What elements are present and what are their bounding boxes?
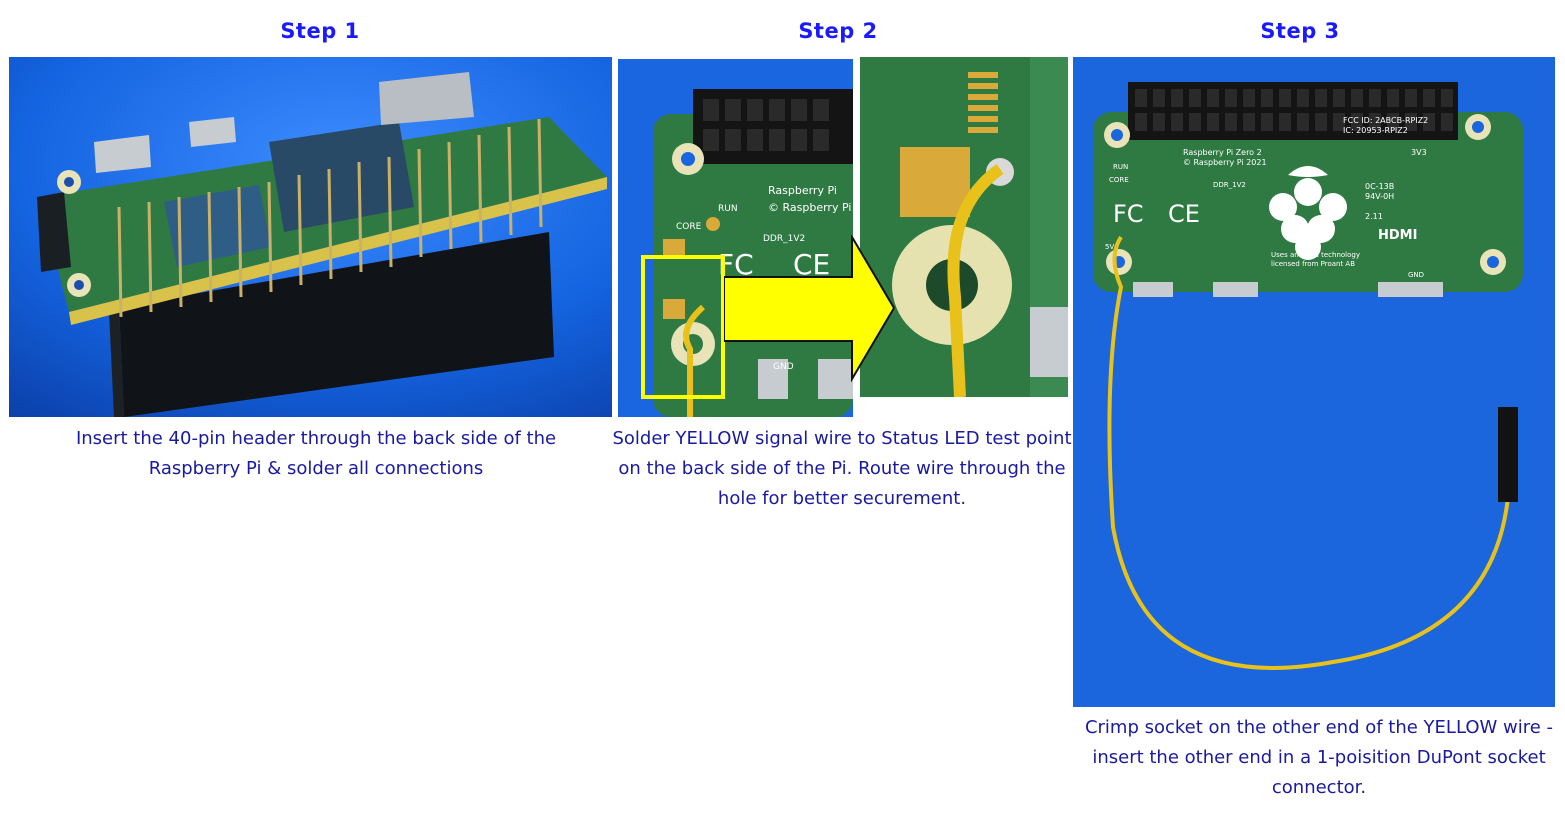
silk-copyright-year: © Raspberry Pi 2021 <box>1183 158 1267 167</box>
step-3-caption-line-3: connector. <box>1271 777 1367 798</box>
silk-v1: 2.11 <box>1365 212 1383 221</box>
silk-gnd: GND <box>773 362 794 372</box>
step-3-title: Step 3 <box>1260 19 1340 43</box>
step-2-caption-line-3: hole for better securement. <box>717 488 967 509</box>
silk-v0: 94V-0H <box>1365 192 1394 201</box>
silk-ddr-3: DDR_1V2 <box>1213 181 1246 189</box>
silk-run: RUN <box>718 204 738 214</box>
step-2-caption: Solder YELLOW signal wire to Status LED … <box>612 424 1072 514</box>
silk-ce: CE <box>793 248 830 281</box>
silk-ic: IC: 20953-RPIZ2 <box>1343 126 1408 135</box>
step-1-caption-line-1: Insert the 40-pin header through the bac… <box>75 428 557 449</box>
silk-gnd-3: GND <box>1408 271 1424 279</box>
silk-raspberry-pi: Raspberry Pi <box>768 184 837 197</box>
step-2-title: Step 2 <box>798 19 878 43</box>
dupont-connector <box>1498 407 1518 502</box>
silk-core-3: CORE <box>1109 176 1129 184</box>
step-2-caption-line-1: Solder YELLOW signal wire to Status LED … <box>612 428 1072 449</box>
silk-licensed: licensed from Proant AB <box>1271 260 1355 268</box>
step-1-caption-line-2: Raspberry Pi & solder all connections <box>148 458 484 479</box>
silk-model: Raspberry Pi Zero 2 <box>1183 148 1262 157</box>
step-1-caption: Insert the 40-pin header through the bac… <box>9 424 623 484</box>
silk-core: CORE <box>676 222 702 232</box>
silk-hdmi: HDMI <box>1378 228 1417 243</box>
silk-antenna: Uses antenna technology <box>1271 251 1360 259</box>
silk-3v3: 3V3 <box>1411 148 1427 157</box>
step-3-caption-line-2: insert the other end in a 1-poisition Du… <box>1092 747 1546 768</box>
silk-ddr: DDR_1V2 <box>763 234 805 244</box>
silk-copyright: © Raspberry Pi <box>768 201 851 214</box>
step-3-photo: Raspberry Pi Zero 2 © Raspberry Pi 2021 … <box>1073 57 1555 707</box>
silk-fcc-3: FC <box>1113 200 1144 228</box>
silk-run-3: RUN <box>1113 163 1128 171</box>
step-3-caption-line-1: Crimp socket on the other end of the YEL… <box>1084 717 1554 738</box>
step-3-caption: Crimp socket on the other end of the YEL… <box>1080 713 1558 803</box>
silk-5v: 5V <box>1105 243 1114 251</box>
silk-fcc-id: FCC ID: 2ABCB-RPIZ2 <box>1343 116 1428 125</box>
step-2-caption-line-2: on the back side of the Pi. Route wire t… <box>618 458 1066 479</box>
silk-rating: 0C-13B <box>1365 182 1394 191</box>
step-1-photo <box>9 57 612 417</box>
step-1-title: Step 1 <box>280 19 360 43</box>
silk-ce-3: CE <box>1168 200 1200 228</box>
highlight-box <box>641 255 725 399</box>
step-2-photo-zoom <box>860 57 1068 397</box>
arrow-right-icon <box>724 235 896 382</box>
